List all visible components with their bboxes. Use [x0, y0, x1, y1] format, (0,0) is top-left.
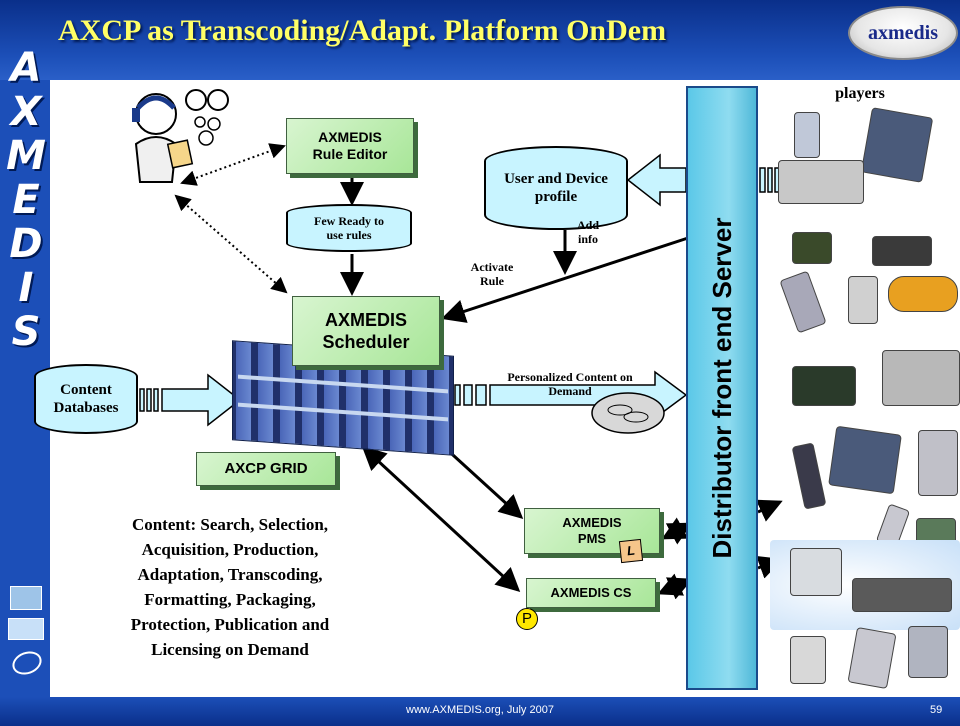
side-letter: D	[9, 221, 43, 267]
description-line: Content: Search, Selection,	[131, 515, 329, 534]
car-stereo-device	[872, 236, 932, 266]
content-db-line2: Databases	[53, 400, 119, 416]
scheduler-line1: AXMEDIS	[324, 309, 407, 330]
side-icon-computer	[10, 586, 42, 610]
few-ready-line2: use rules	[326, 228, 372, 242]
pms-line2: PMS	[577, 531, 607, 546]
desktop-pc-device	[790, 548, 842, 596]
players-label: players	[835, 85, 885, 102]
user-device-profile-cylinder: User and Device profile	[484, 146, 628, 230]
pda2-device	[848, 276, 878, 324]
header-bar	[0, 0, 960, 80]
pms-license-icon: L	[618, 538, 644, 564]
side-icon-document	[8, 618, 44, 640]
pda3-device	[790, 636, 826, 684]
description-line: Protection, Publication and	[130, 615, 330, 634]
dashboard-device	[792, 366, 856, 406]
distributor-server-bar	[686, 86, 758, 690]
side-letter: E	[12, 177, 40, 223]
distributor-label: Distributor front end Server	[707, 217, 737, 559]
dvd-player-device	[852, 578, 952, 612]
description-line: Formatting, Packaging,	[144, 590, 316, 609]
scheduler-line2: Scheduler	[322, 332, 410, 352]
user-profile-line1: User and Device	[504, 171, 608, 187]
description-line: Licensing on Demand	[151, 640, 309, 659]
add-info-line1: Add	[576, 218, 599, 232]
content-description: Content: Search, Selection, Acquisition,…	[80, 512, 380, 662]
rule-editor-line2: Rule Editor	[312, 146, 388, 162]
side-letter: A	[10, 45, 42, 91]
activate-rule-line1: Activate	[470, 260, 514, 274]
add-info-line2: info	[577, 232, 598, 247]
personalized-line2: Demand	[548, 384, 592, 399]
side-letter: M	[6, 133, 46, 179]
content-db-line1: Content	[60, 382, 112, 398]
user-figure-icon	[132, 89, 229, 183]
side-letter: I	[18, 265, 34, 311]
car-device	[888, 276, 958, 312]
pda5-device	[908, 626, 948, 678]
side-letter: S	[11, 309, 41, 355]
laptop-device	[860, 107, 934, 183]
axcp-grid-label: AXCP GRID	[196, 452, 336, 486]
laptop2-device	[828, 425, 902, 495]
user-profile-line2: profile	[534, 189, 578, 205]
footer-bar	[0, 697, 960, 726]
rule-editor-line1: AXMEDIS	[318, 128, 382, 145]
slide-title: AXCP as Transcoding/Adapt. Platform OnDe…	[58, 14, 667, 47]
few-ready-line1: Few Ready to	[314, 213, 384, 228]
set-top-box-device	[778, 160, 864, 204]
side-letter: X	[10, 89, 42, 135]
page-number: 59	[930, 704, 943, 716]
axmedis-logo: axmedis	[848, 6, 958, 60]
cs-protection-icon: P	[516, 608, 538, 630]
pms-line1: AXMEDIS	[562, 514, 622, 530]
server-tower-device	[918, 430, 958, 496]
pda-device	[794, 112, 820, 158]
activate-rule-line2: Rule	[480, 274, 504, 289]
footer-url: www.AXMEDIS.org, July 2007	[406, 704, 554, 716]
cs-box: AXMEDIS CS	[526, 578, 656, 608]
tv-device	[882, 350, 960, 406]
description-line: Adaptation, Transcoding,	[137, 565, 323, 584]
personalized-line1: Personalized Content on	[507, 370, 633, 384]
car-radio-device	[792, 232, 832, 264]
description-line: Acquisition, Production,	[141, 540, 319, 559]
